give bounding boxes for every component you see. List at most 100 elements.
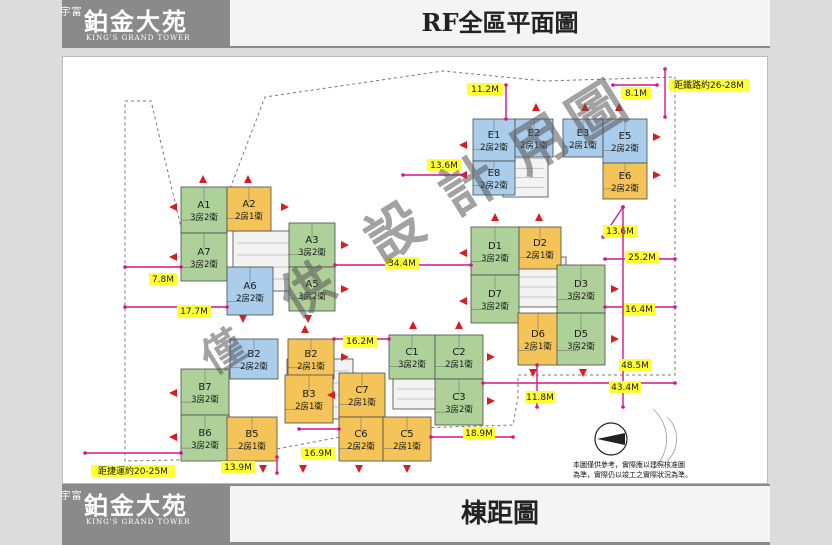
dimension-d-13-6a: 13.6M	[401, 159, 465, 177]
dimension-d-25-2: 25.2M	[603, 251, 677, 263]
dimension-label-bg	[427, 159, 461, 171]
elevation-marker	[529, 369, 537, 377]
unit-code: B2	[247, 349, 260, 360]
dimension-label: 25.2M	[628, 253, 656, 263]
unit-spec: 2房2衛	[480, 142, 508, 153]
elevation-marker	[611, 335, 619, 343]
unit-spec: 2房1衛	[238, 441, 266, 452]
unit-code: B3	[302, 389, 315, 400]
dimension-label: 13.9M	[224, 463, 252, 473]
unit-spec: 3房2衛	[567, 341, 595, 352]
unit-spec: 2房1衛	[297, 361, 325, 372]
dimension-label-bg	[385, 257, 419, 269]
dimension-label-bg	[623, 303, 655, 315]
dimension-end	[179, 265, 183, 269]
dimension-label-bg	[609, 381, 641, 393]
unit-spec: 2房1衛	[348, 397, 376, 408]
site-plan-diagram: E12房2衛E22房1衛E32房1衛E52房2衛E82房2衛E62房2衛A13房…	[83, 67, 749, 479]
dimension-end	[621, 205, 625, 209]
elevation-marker	[259, 465, 267, 473]
footer-brand-name: 鉑金大苑	[84, 491, 188, 520]
dimension-label-bg	[525, 391, 555, 403]
unit-spec: 2房1衛	[526, 250, 554, 261]
dimension-end	[275, 471, 279, 475]
dimension-end	[83, 451, 87, 455]
elevation-marker	[653, 133, 661, 141]
dimension-end	[225, 305, 229, 309]
unit-code: C5	[400, 429, 413, 440]
unit-spec: 3房2衛	[190, 259, 218, 270]
unit-spec: 2房1衛	[393, 441, 421, 452]
disclaimer-line-1: 本圖僅供參考，實際應以建照核准圖	[573, 460, 685, 469]
dimension-label-bg	[177, 305, 211, 317]
elevation-marker	[615, 103, 623, 111]
unit-code: A3	[305, 235, 318, 246]
elevation-marker	[169, 389, 177, 397]
unit-code: D6	[531, 329, 545, 340]
dimension-end	[337, 427, 341, 431]
unit-code: D2	[533, 238, 547, 249]
dimension-d-13-9: 13.9M	[221, 455, 279, 475]
dimension-end	[663, 67, 667, 71]
elevation-marker	[341, 241, 349, 249]
dimension-label: 距鐵路約26-28M	[674, 79, 744, 91]
dimension-d-43-4: 43.4M	[481, 381, 677, 393]
brand-small: 富宇	[58, 6, 80, 16]
dimension-end	[401, 173, 405, 177]
unit-spec: 2房2衛	[611, 143, 639, 154]
elevation-marker	[459, 249, 467, 257]
dimension-d-16-4: 16.4M	[603, 303, 677, 315]
dimension-end	[611, 83, 615, 87]
header-band: 富宇 鉑金大苑 KING'S GRAND TOWER RF全區平面圖	[58, 0, 770, 48]
dimension-label-bg	[301, 447, 335, 459]
site-boundary-north	[125, 70, 676, 228]
page-title: RF全區平面圖	[230, 0, 770, 46]
disclaimer-line-2: 為準，實際仍以竣工之實際狀況為準。	[573, 470, 692, 479]
unit-spec: 2房2衛	[240, 361, 268, 372]
dimension-label: 16.4M	[625, 305, 653, 315]
dimension-end	[429, 435, 433, 439]
unit-spec: 2房1衛	[235, 211, 263, 222]
elevation-marker	[169, 253, 177, 261]
dimension-end	[535, 363, 539, 367]
elevation-marker	[455, 321, 463, 329]
dimension-label-bg	[221, 461, 255, 473]
dimension-label: 43.4M	[611, 383, 639, 393]
elevation-marker	[459, 141, 467, 149]
dimension-end	[461, 173, 465, 177]
dimension-label: 16.9M	[304, 449, 332, 459]
unit-code: E8	[488, 168, 501, 179]
watermark-char: 設	[353, 189, 435, 275]
unit-spec: 2房1衛	[569, 140, 597, 151]
dimension-end	[603, 257, 607, 261]
dimension-d-8-1: 8.1M	[611, 83, 659, 99]
dimension-end	[469, 263, 473, 267]
elevation-marker	[199, 175, 207, 183]
elevation-marker	[244, 175, 252, 183]
dimension-label: 16.2M	[346, 337, 374, 347]
dimension-end	[481, 381, 485, 385]
dimension-end	[655, 83, 659, 87]
elevation-marker	[532, 103, 540, 111]
elevation-marker	[535, 213, 543, 221]
unit-code: B7	[198, 382, 211, 393]
unit-code: C1	[405, 347, 418, 358]
dimension-end	[603, 305, 607, 309]
dimension-end	[333, 263, 337, 267]
dimension-end	[504, 117, 508, 121]
elevation-marker	[304, 315, 312, 323]
